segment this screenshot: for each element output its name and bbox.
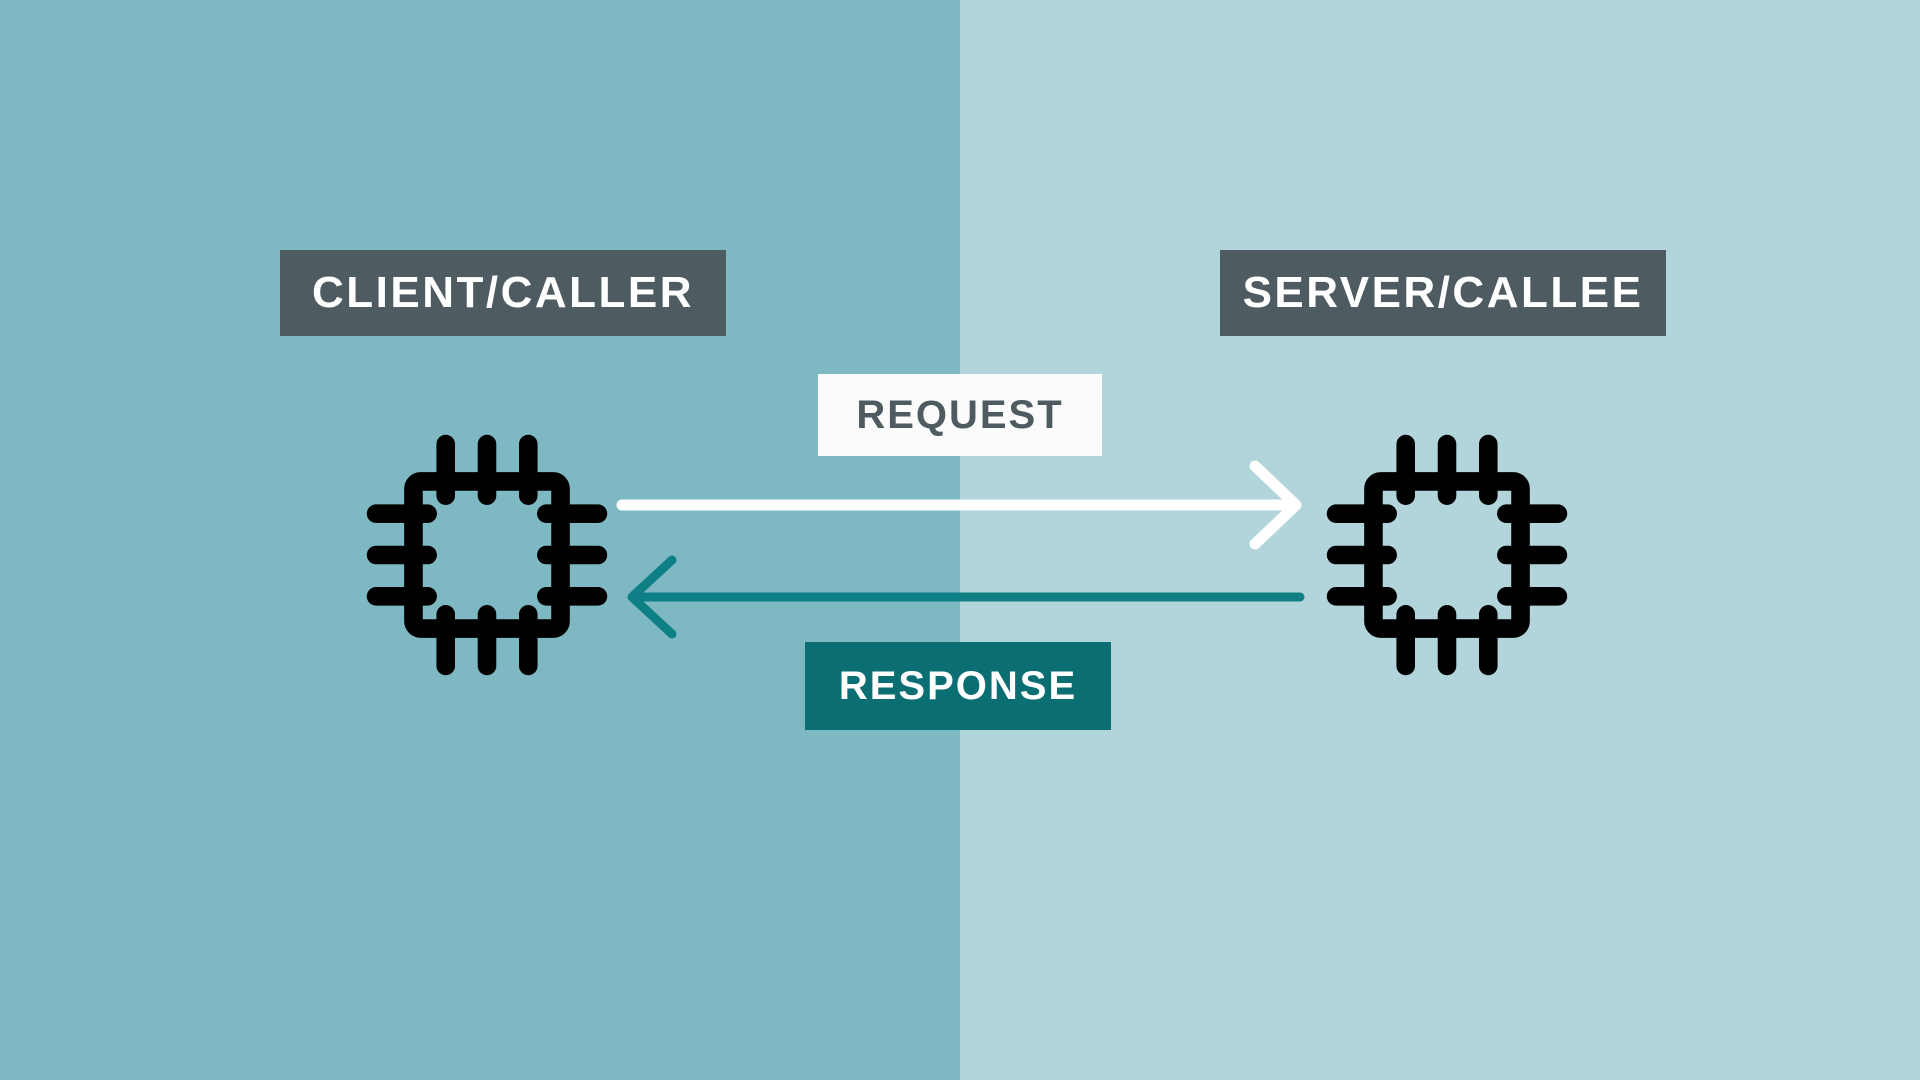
client-cpu-chip-icon [358, 426, 616, 684]
client-panel-background [0, 0, 960, 1080]
server-panel-background [960, 0, 1920, 1080]
response-message-label: RESPONSE [805, 642, 1111, 730]
client-role-label: CLIENT/CALLER [280, 250, 726, 336]
server-cpu-chip-icon [1318, 426, 1576, 684]
request-message-label: REQUEST [818, 374, 1102, 456]
server-role-label: SERVER/CALLEE [1220, 250, 1666, 336]
